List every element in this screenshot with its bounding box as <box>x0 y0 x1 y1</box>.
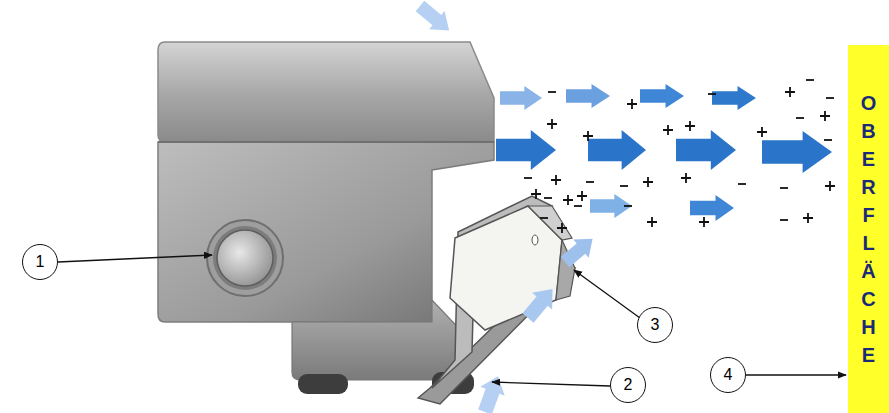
charge-sign <box>540 217 548 219</box>
callout-text: 3 <box>651 317 660 333</box>
air-arrow <box>566 84 610 108</box>
charge-sign <box>624 205 632 207</box>
charge-sign <box>557 223 567 233</box>
charge-sign <box>663 125 673 135</box>
ion-charge-signs <box>524 80 835 233</box>
leader-arrow <box>746 374 846 375</box>
charge-sign <box>531 189 541 199</box>
charge-sign <box>681 173 691 183</box>
air-arrow <box>518 281 562 327</box>
leader-lines <box>58 255 640 386</box>
charge-sign <box>780 187 788 189</box>
charge-sign <box>780 219 788 221</box>
charge-sign <box>586 181 594 183</box>
air-arrow <box>557 230 600 272</box>
charge-sign <box>574 205 582 207</box>
charge-sign <box>824 139 832 141</box>
air-arrow <box>588 130 646 170</box>
charge-sign <box>647 217 657 227</box>
air-flow-arrows <box>412 0 832 413</box>
air-arrow <box>496 130 556 170</box>
air-arrow <box>762 131 832 173</box>
charge-sign <box>820 111 830 121</box>
air-arrow <box>676 130 736 170</box>
charge-sign <box>708 93 716 95</box>
surface-label: OBERFLÄCHE <box>859 89 879 369</box>
charge-sign <box>757 127 767 137</box>
charge-sign <box>583 131 593 141</box>
charge-sign <box>627 99 637 109</box>
charge-sign <box>825 181 835 191</box>
charge-sign <box>685 121 695 131</box>
blower-housing <box>158 42 494 394</box>
surface-band: OBERFLÄCHE <box>848 45 889 413</box>
control-knob <box>207 220 283 296</box>
charge-sign <box>620 185 628 187</box>
charge-sign <box>785 87 795 97</box>
air-arrow <box>690 195 734 221</box>
charge-sign <box>577 191 587 201</box>
air-arrow <box>412 0 457 40</box>
air-arrow <box>500 86 542 110</box>
air-arrow <box>473 372 510 413</box>
callout-text: 4 <box>724 367 733 383</box>
air-arrow <box>590 194 632 218</box>
callout-number: 3 <box>637 307 673 343</box>
charge-sign <box>826 97 834 99</box>
charge-sign <box>738 183 746 185</box>
charge-sign <box>548 91 556 93</box>
charge-sign <box>699 217 709 227</box>
charge-sign <box>643 177 653 187</box>
charge-sign <box>544 197 552 199</box>
callout-text: 2 <box>624 377 633 393</box>
charge-sign <box>563 195 573 205</box>
callout-number: 4 <box>710 357 746 393</box>
callout-text: 1 <box>36 254 45 270</box>
charge-sign <box>551 175 561 185</box>
air-arrow <box>712 86 756 110</box>
emitter-grille <box>418 196 575 404</box>
charge-sign <box>796 117 804 119</box>
charge-sign <box>524 177 532 179</box>
air-arrow <box>640 84 684 108</box>
callout-number: 1 <box>22 244 58 280</box>
charge-sign <box>806 79 814 81</box>
charge-sign <box>547 119 557 129</box>
charge-sign <box>803 213 813 223</box>
callout-number: 2 <box>610 367 646 403</box>
